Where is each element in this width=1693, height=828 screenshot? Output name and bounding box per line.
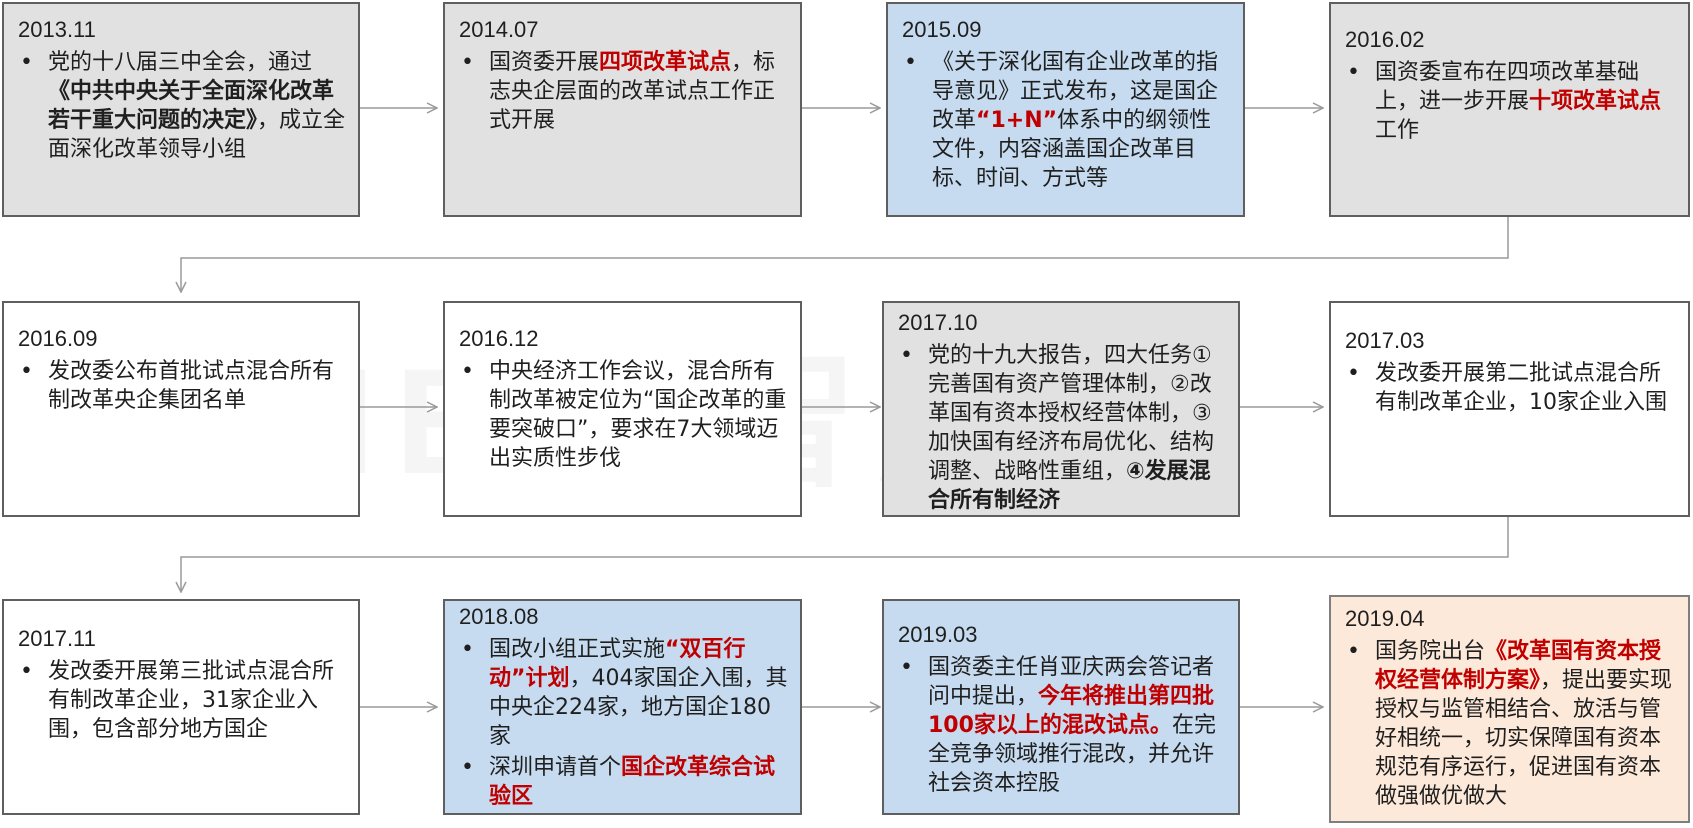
event-bullet: 深圳申请首个国企改革综合试验区 <box>459 753 788 811</box>
bullet-text: 国资委宣布在四项改革基础上，进一步开展 <box>1375 60 1640 114</box>
timeline-box-2017-03: 2017.03 发改委开展第二批试点混合所有制改革企业，10家企业入围 <box>1329 301 1690 517</box>
event-date: 2016.02 <box>1345 27 1425 52</box>
highlight-text: 国企改革综合试验区 <box>489 755 776 809</box>
bullet-text: 深圳申请首个 <box>489 755 622 780</box>
highlight-text: 《改革国有资本授权经营体制方案》 <box>1375 639 1662 693</box>
timeline-box-2017-11: 2017.11 发改委开展第三批试点混合所有制改革企业，31家企业入围，包含部分地… <box>2 599 360 815</box>
event-date: 2017.03 <box>1345 328 1425 353</box>
highlight-text: “双百行动”计划 <box>489 637 746 691</box>
timeline-box-2018-08: 2018.08 国改小组正式实施“双百行动”计划，404家国企入围，其中央企224… <box>443 599 802 815</box>
highlight-text: 四项改革试点 <box>599 50 732 75</box>
event-bullet: 国资委主任肖亚庆两会答记者问中提出，今年将推出第四批100家以上的混改试点。在完… <box>898 653 1226 798</box>
bullet-text: 国资委主任肖亚庆两会答记者问中提出， <box>928 655 1215 709</box>
highlight-text: “1+N” <box>976 108 1058 133</box>
bold-text: ④发展混合所有制经济 <box>928 459 1211 513</box>
event-date: 2015.09 <box>902 17 982 42</box>
bullet-text: ，404家国企入围，其中央企224家，地方国企180家 <box>489 666 788 749</box>
highlight-text: 今年将推出第四批100家以上的混改试点。 <box>928 684 1215 738</box>
bullet-text: 国务院出台 <box>1375 639 1486 664</box>
bullet-text: 党的十八届三中全会，通过 <box>48 50 313 75</box>
event-date: 2016.12 <box>459 326 539 351</box>
timeline-box-2015-09: 2015.09 《关于深化国有企业改革的指导意见》正式发布，这是国企改革“1+N”… <box>886 2 1245 217</box>
event-date: 2013.11 <box>18 17 96 42</box>
bullet-text: 国资委开展 <box>489 50 600 75</box>
bullet-text: ，提出要实现授权与监管相结合、放活与管好相统一，切实保障国有资本规范有序运行，促… <box>1375 668 1673 809</box>
bullet-text: 《关于深化国有企业改革的指导意见》正式发布，这是国企改革 <box>932 50 1219 133</box>
bullet-text: 党的十九大报告，四大任务①完善国有资产管理体制，②改革国有资本授权经营体制，③加… <box>928 343 1215 484</box>
bullet-text: ，成立全面深化改革领导小组 <box>48 108 346 162</box>
arrow-8-9 <box>181 517 1509 592</box>
timeline-box-2013-11: 2013.11 党的十八届三中全会，通过《中共中央关于全面深化改革若干重大问题的决… <box>2 2 360 217</box>
timeline-box-2017-10: 2017.10 党的十九大报告，四大任务①完善国有资产管理体制，②改革国有资本授权… <box>882 301 1240 517</box>
bullet-text: 中央经济工作会议，混合所有制改革被定位为“国企改革的重要突破口”，要求在7大领域… <box>489 359 787 471</box>
event-date: 2014.07 <box>459 17 539 42</box>
event-bullet: 党的十九大报告，四大任务①完善国有资产管理体制，②改革国有资本授权经营体制，③加… <box>898 341 1226 515</box>
event-date: 2017.11 <box>18 626 96 651</box>
timeline-box-2016-09: 2016.09 发改委公布首批试点混合所有制改革央企集团名单 <box>2 301 360 517</box>
bullet-text: 在完全竞争领域推行混改，并允许社会资本控股 <box>928 713 1216 796</box>
bullet-text: 发改委开展第二批试点混合所有制改革企业，10家企业入围 <box>1375 361 1667 415</box>
bullet-text: 发改委开展第三批试点混合所有制改革企业，31家企业入围，包含部分地方国企 <box>48 659 335 742</box>
event-date: 2018.08 <box>459 604 539 629</box>
timeline-box-2016-12: 2016.12 中央经济工作会议，混合所有制改革被定位为“国企改革的重要突破口”，… <box>443 301 802 517</box>
event-bullet: 发改委开展第二批试点混合所有制改革企业，10家企业入围 <box>1345 359 1676 417</box>
bold-text: 《中共中央关于全面深化改革若干重大问题的决定》 <box>48 79 335 133</box>
timeline-box-2019-04: 2019.04 国务院出台《改革国有资本授权经营体制方案》，提出要实现授权与监管相… <box>1329 595 1690 823</box>
event-date: 2019.04 <box>1345 606 1425 631</box>
event-date: 2017.10 <box>898 310 978 335</box>
timeline-box-2019-03: 2019.03 国资委主任肖亚庆两会答记者问中提出，今年将推出第四批100家以上的… <box>882 599 1240 815</box>
event-date: 2019.03 <box>898 622 978 647</box>
event-bullet: 国资委宣布在四项改革基础上，进一步开展十项改革试点工作 <box>1345 58 1676 145</box>
event-bullet: 《关于深化国有企业改革的指导意见》正式发布，这是国企改革“1+N”体系中的纲领性… <box>902 48 1231 193</box>
event-bullet: 国务院出台《改革国有资本授权经营体制方案》，提出要实现授权与监管相结合、放活与管… <box>1345 637 1676 811</box>
event-bullet: 国改小组正式实施“双百行动”计划，404家国企入围，其中央企224家，地方国企1… <box>459 635 788 751</box>
timeline-box-2014-07: 2014.07 国资委开展四项改革试点，标志央企层面的改革试点工作正式开展 <box>443 2 802 217</box>
timeline-box-2016-02: 2016.02 国资委宣布在四项改革基础上，进一步开展十项改革试点工作 <box>1329 2 1690 217</box>
event-date: 2016.09 <box>18 326 98 351</box>
bullet-text: 工作 <box>1375 118 1420 143</box>
bullet-text: 国改小组正式实施 <box>489 637 666 662</box>
event-bullet: 党的十八届三中全会，通过《中共中央关于全面深化改革若干重大问题的决定》，成立全面… <box>18 48 346 164</box>
bullet-text: 发改委公布首批试点混合所有制改革央企集团名单 <box>48 359 335 413</box>
event-bullet: 国资委开展四项改革试点，标志央企层面的改革试点工作正式开展 <box>459 48 788 135</box>
highlight-text: 十项改革试点 <box>1529 89 1662 114</box>
arrow-4-5 <box>181 217 1509 292</box>
bullet-text: ，标志央企层面的改革试点工作正式开展 <box>489 50 776 133</box>
event-bullet: 发改委开展第三批试点混合所有制改革企业，31家企业入围，包含部分地方国企 <box>18 657 346 744</box>
bullet-text: 体系中的纲领性文件，内容涵盖国企改革目标、时间、方式等 <box>932 108 1212 191</box>
event-bullet: 中央经济工作会议，混合所有制改革被定位为“国企改革的重要突破口”，要求在7大领域… <box>459 357 788 473</box>
event-bullet: 发改委公布首批试点混合所有制改革央企集团名单 <box>18 357 346 415</box>
